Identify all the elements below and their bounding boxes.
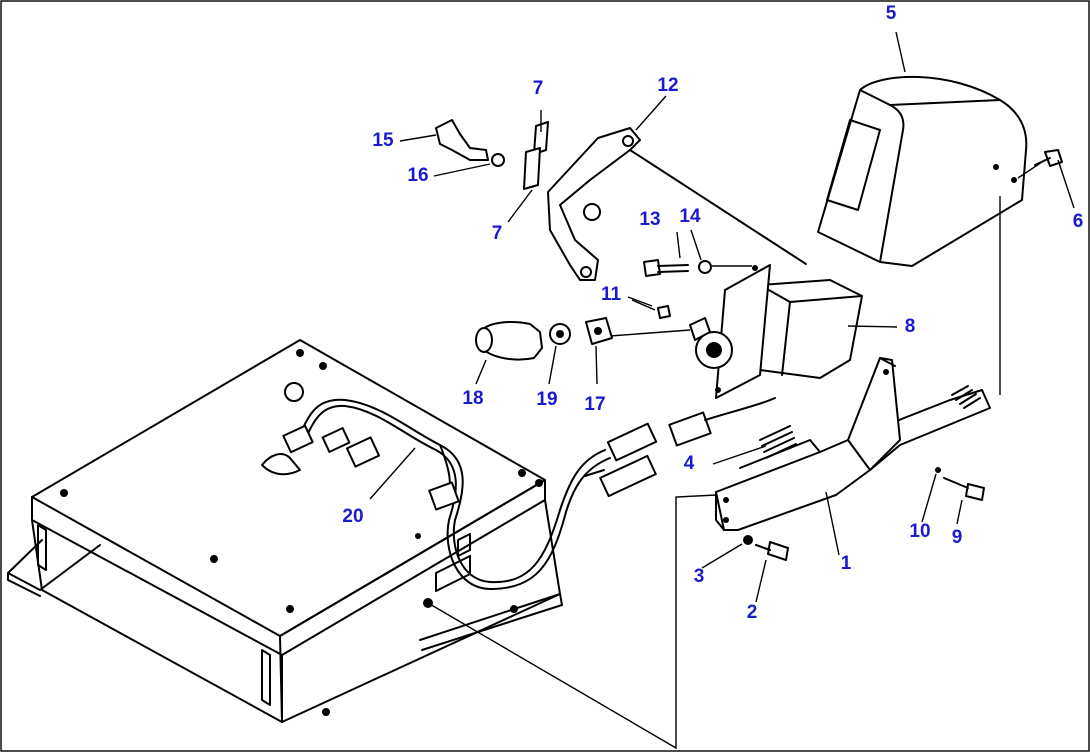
callout-12: 12 (657, 75, 679, 96)
callout-11: 11 (600, 284, 622, 305)
bolt-2 (743, 535, 789, 561)
mounting-plate (7, 339, 563, 723)
callout-18: 18 (462, 388, 484, 409)
callout-10: 10 (909, 521, 931, 542)
callout-14: 14 (679, 206, 701, 227)
callout-5: 5 (885, 3, 897, 24)
bolt-13 (643, 259, 752, 277)
callout-17: 17 (584, 394, 606, 415)
bolt-9 (935, 467, 985, 501)
bolt-15 (435, 119, 505, 167)
assembly-leader (427, 494, 717, 750)
callout-13: 13 (639, 209, 661, 230)
callout-1: 1 (840, 553, 852, 574)
callout-3: 3 (693, 566, 705, 587)
nut-11 (657, 305, 671, 319)
callout-6: 6 (1072, 211, 1084, 232)
callout-19: 19 (536, 389, 558, 410)
callout-7-bottom: 7 (491, 223, 503, 244)
callout-15: 15 (372, 130, 394, 151)
callout-9: 9 (951, 527, 963, 548)
knob-18 (475, 321, 543, 361)
callout-leaders (369, 31, 1075, 603)
callout-2: 2 (746, 602, 758, 623)
lever-plate (523, 121, 807, 281)
callout-8: 8 (904, 316, 916, 337)
bracket-assembly (715, 357, 991, 531)
callout-7-top: 7 (532, 78, 544, 99)
callout-16: 16 (407, 165, 429, 186)
wiring-harness (261, 397, 776, 591)
switch-unit (689, 264, 863, 399)
callout-4: 4 (683, 453, 695, 474)
switch-cover (817, 75, 1028, 267)
callout-20: 20 (342, 506, 364, 527)
